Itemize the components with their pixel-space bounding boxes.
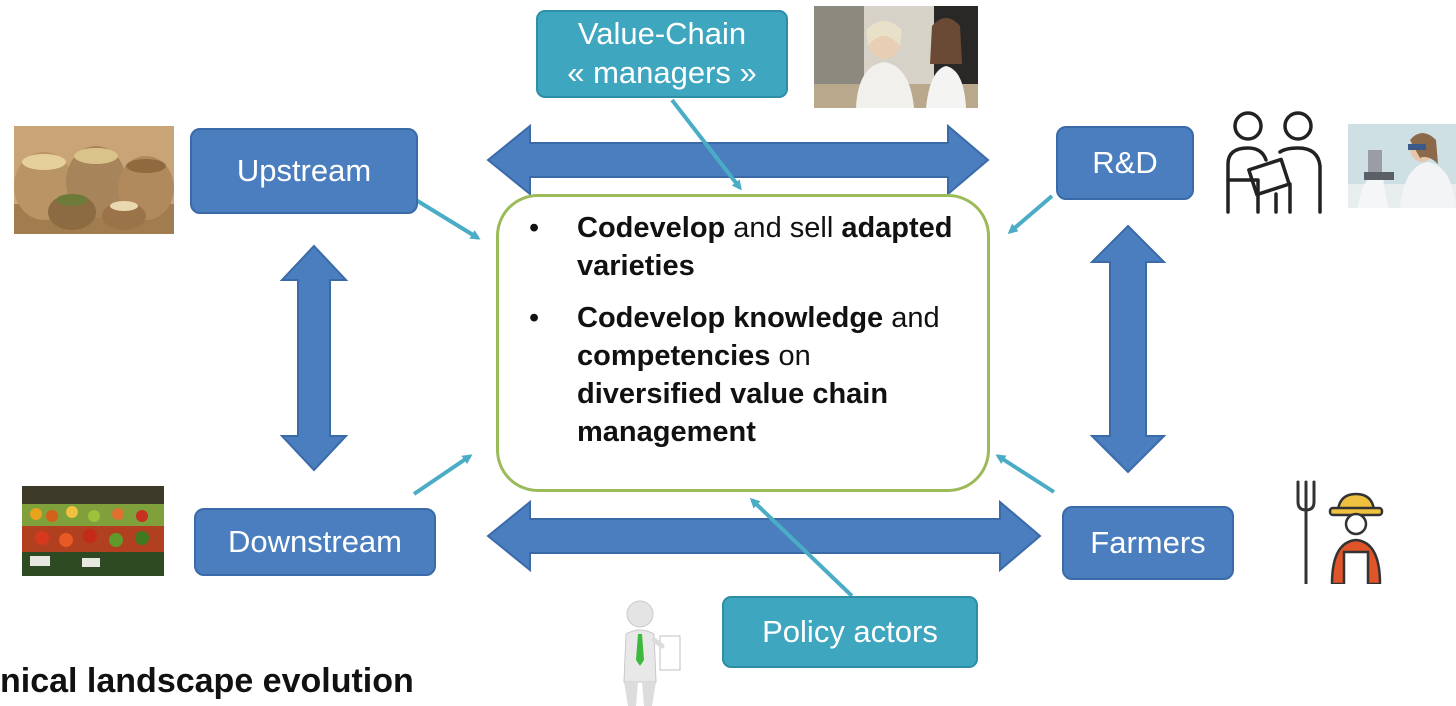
- rd-label: R&D: [1092, 144, 1158, 180]
- top-double-arrow: [486, 123, 990, 197]
- left-double-arrow: [279, 244, 349, 472]
- bullet-glyph: •: [529, 302, 540, 334]
- pointer-rd: [1007, 194, 1054, 234]
- value-chain-managers-box: Value-Chain « managers »: [536, 10, 788, 98]
- policy-actors-label: Policy actors: [762, 613, 938, 649]
- pointer-downstream: [412, 454, 473, 496]
- center-bullet-1: • Codevelop and sell adapted varieties: [527, 209, 957, 285]
- pointer-farmers: [995, 454, 1056, 494]
- center-box: • Codevelop and sell adapted varieties •…: [496, 194, 990, 492]
- downstream-box: Downstream: [194, 508, 436, 576]
- right-double-arrow: [1089, 224, 1167, 474]
- upstream-box: Upstream: [190, 128, 418, 214]
- farmers-box: Farmers: [1062, 506, 1234, 580]
- pointer-upstream: [414, 198, 481, 240]
- center-bullet-2: • Codevelop knowledge and competencies o…: [527, 299, 957, 451]
- policy-actors-box: Policy actors: [722, 596, 978, 668]
- grain-sacks-photo: [14, 126, 174, 234]
- pointer-value-chain: [670, 98, 742, 191]
- farmer-with-pitchfork-icon: [1294, 480, 1388, 584]
- center-bullet-list: • Codevelop and sell adapted varieties •…: [527, 209, 957, 465]
- value-chain-line1: Value-Chain: [577, 16, 747, 52]
- value-chain-line2: « managers »: [567, 55, 757, 90]
- farmers-label: Farmers: [1090, 524, 1206, 560]
- bottom-double-arrow: [486, 499, 1042, 573]
- slide-title-partial: nical landscape evolution: [0, 662, 414, 700]
- upstream-label: Upstream: [236, 152, 372, 188]
- 3d-man-with-paper-figure: [614, 596, 686, 706]
- rd-box: R&D: [1056, 126, 1194, 200]
- lab-microscope-photo: [1348, 124, 1456, 208]
- bullet-glyph: •: [529, 212, 540, 244]
- meeting-photo: [814, 6, 978, 108]
- downstream-label: Downstream: [228, 523, 402, 559]
- people-with-chart-icon: [1218, 108, 1342, 216]
- market-produce-photo: [22, 486, 164, 576]
- pointer-policy: [749, 497, 854, 598]
